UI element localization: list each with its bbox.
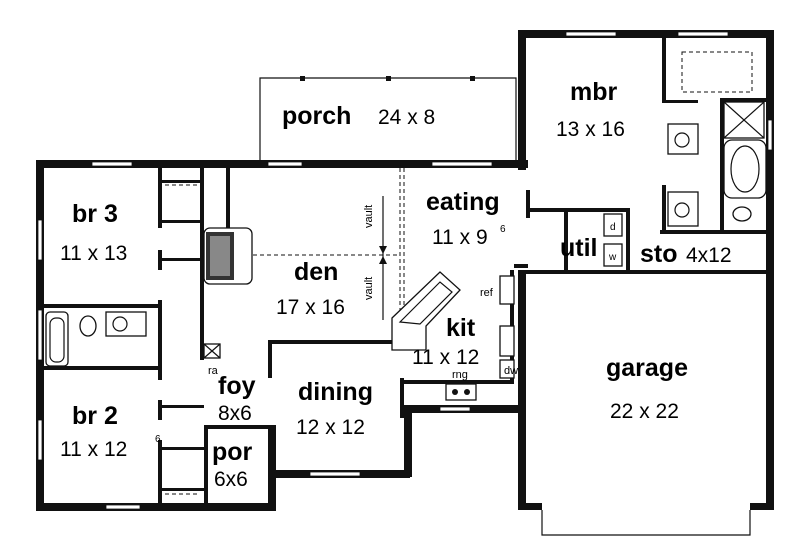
sto-label: sto — [640, 240, 678, 268]
br2-dims: 11 x 12 — [60, 438, 127, 461]
dryer-label: d — [610, 222, 616, 233]
rng-label: rng — [452, 369, 468, 381]
vanity-bottom-icon — [667, 191, 699, 227]
garage-dims: 22 x 22 — [610, 400, 679, 423]
kit-dims: 11 x 12 — [412, 346, 479, 369]
washer-icon — [603, 243, 623, 267]
dishwasher-icon — [499, 359, 515, 379]
garage-door — [541, 510, 751, 536]
sink-bowl-icon — [112, 316, 128, 332]
vault-label-top: vault — [363, 205, 375, 228]
vault-arrow — [379, 196, 387, 320]
den-dims: 17 x 16 — [276, 296, 345, 319]
porch-dims: 24 x 8 — [378, 106, 435, 129]
fireplace-icon — [203, 227, 253, 285]
range-icon — [445, 383, 477, 401]
dining-dims: 12 x 12 — [296, 416, 365, 439]
sink-icon — [499, 325, 515, 357]
dw-label: dw — [504, 365, 518, 377]
ref-label: ref — [480, 287, 494, 299]
labels: porch 24 x 8 mbr 13 x 16 br 3 11 x 13 ea… — [60, 78, 732, 491]
vault-label-bottom: vault — [363, 277, 375, 300]
kit-label: kit — [446, 314, 476, 342]
br2-label: br 2 — [72, 402, 118, 430]
por-dims: 6x6 — [214, 468, 248, 491]
den-label: den — [294, 258, 338, 286]
windows — [37, 31, 773, 510]
eating-dims-sup: 6 — [500, 224, 506, 235]
toilet-icon — [79, 315, 97, 337]
dining-label: dining — [298, 378, 373, 406]
tub-icon — [723, 139, 767, 199]
toilet-mbr-icon — [732, 206, 752, 222]
foy-label: foy — [218, 372, 256, 400]
br2-dims-sup: 6 — [155, 434, 161, 445]
kitchen-island — [391, 271, 461, 351]
vanity-top-icon — [667, 123, 699, 155]
garage-label: garage — [606, 354, 688, 382]
foy-dims: 8x6 — [218, 402, 252, 425]
mbr-dims: 13 x 16 — [556, 118, 625, 141]
por-label: por — [212, 438, 253, 466]
br3-dims: 11 x 13 — [60, 242, 127, 265]
ra-label: ra — [208, 365, 219, 377]
porch-label: porch — [282, 102, 351, 130]
eating-dims: 11 x 9 — [432, 226, 488, 249]
bathtub-icon — [45, 311, 69, 367]
porch-outline — [259, 76, 517, 160]
vanity-icon — [105, 311, 147, 337]
refrigerator-icon — [499, 275, 515, 305]
eating-label: eating — [426, 188, 500, 216]
washer-label: w — [608, 252, 617, 263]
sto-dims: 4x12 — [686, 244, 732, 267]
dryer-icon — [603, 213, 623, 237]
util-label: util — [560, 234, 598, 262]
mbr-label: mbr — [570, 78, 618, 106]
br3-label: br 3 — [72, 200, 118, 228]
